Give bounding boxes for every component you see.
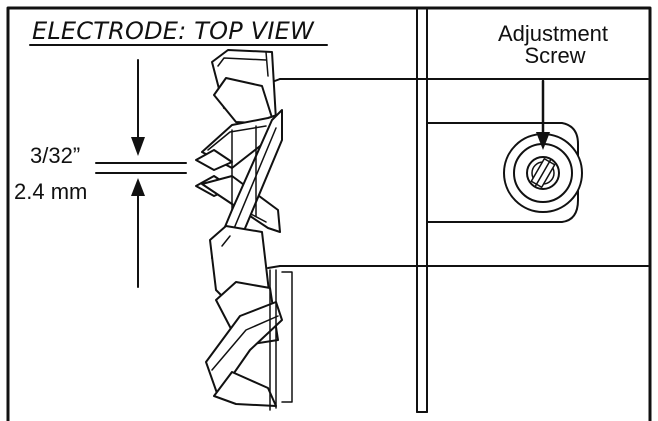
electrode-tip <box>195 49 293 411</box>
adjustment-arrow <box>536 79 550 150</box>
support-bracket <box>416 9 428 413</box>
gap-label-inches: 3/32” <box>30 143 80 168</box>
adjustment-screw <box>503 133 583 213</box>
adjustment-label-line2: Screw <box>524 43 585 68</box>
diagram-title: ELECTRODE: TOP VIEW <box>32 17 315 45</box>
electrode-rod <box>267 78 649 269</box>
gap-dimension <box>95 59 187 288</box>
diagram-frame <box>6 6 652 421</box>
gap-label-mm: 2.4 mm <box>14 179 87 204</box>
adjustment-label-line1: Adjustment <box>498 21 608 46</box>
